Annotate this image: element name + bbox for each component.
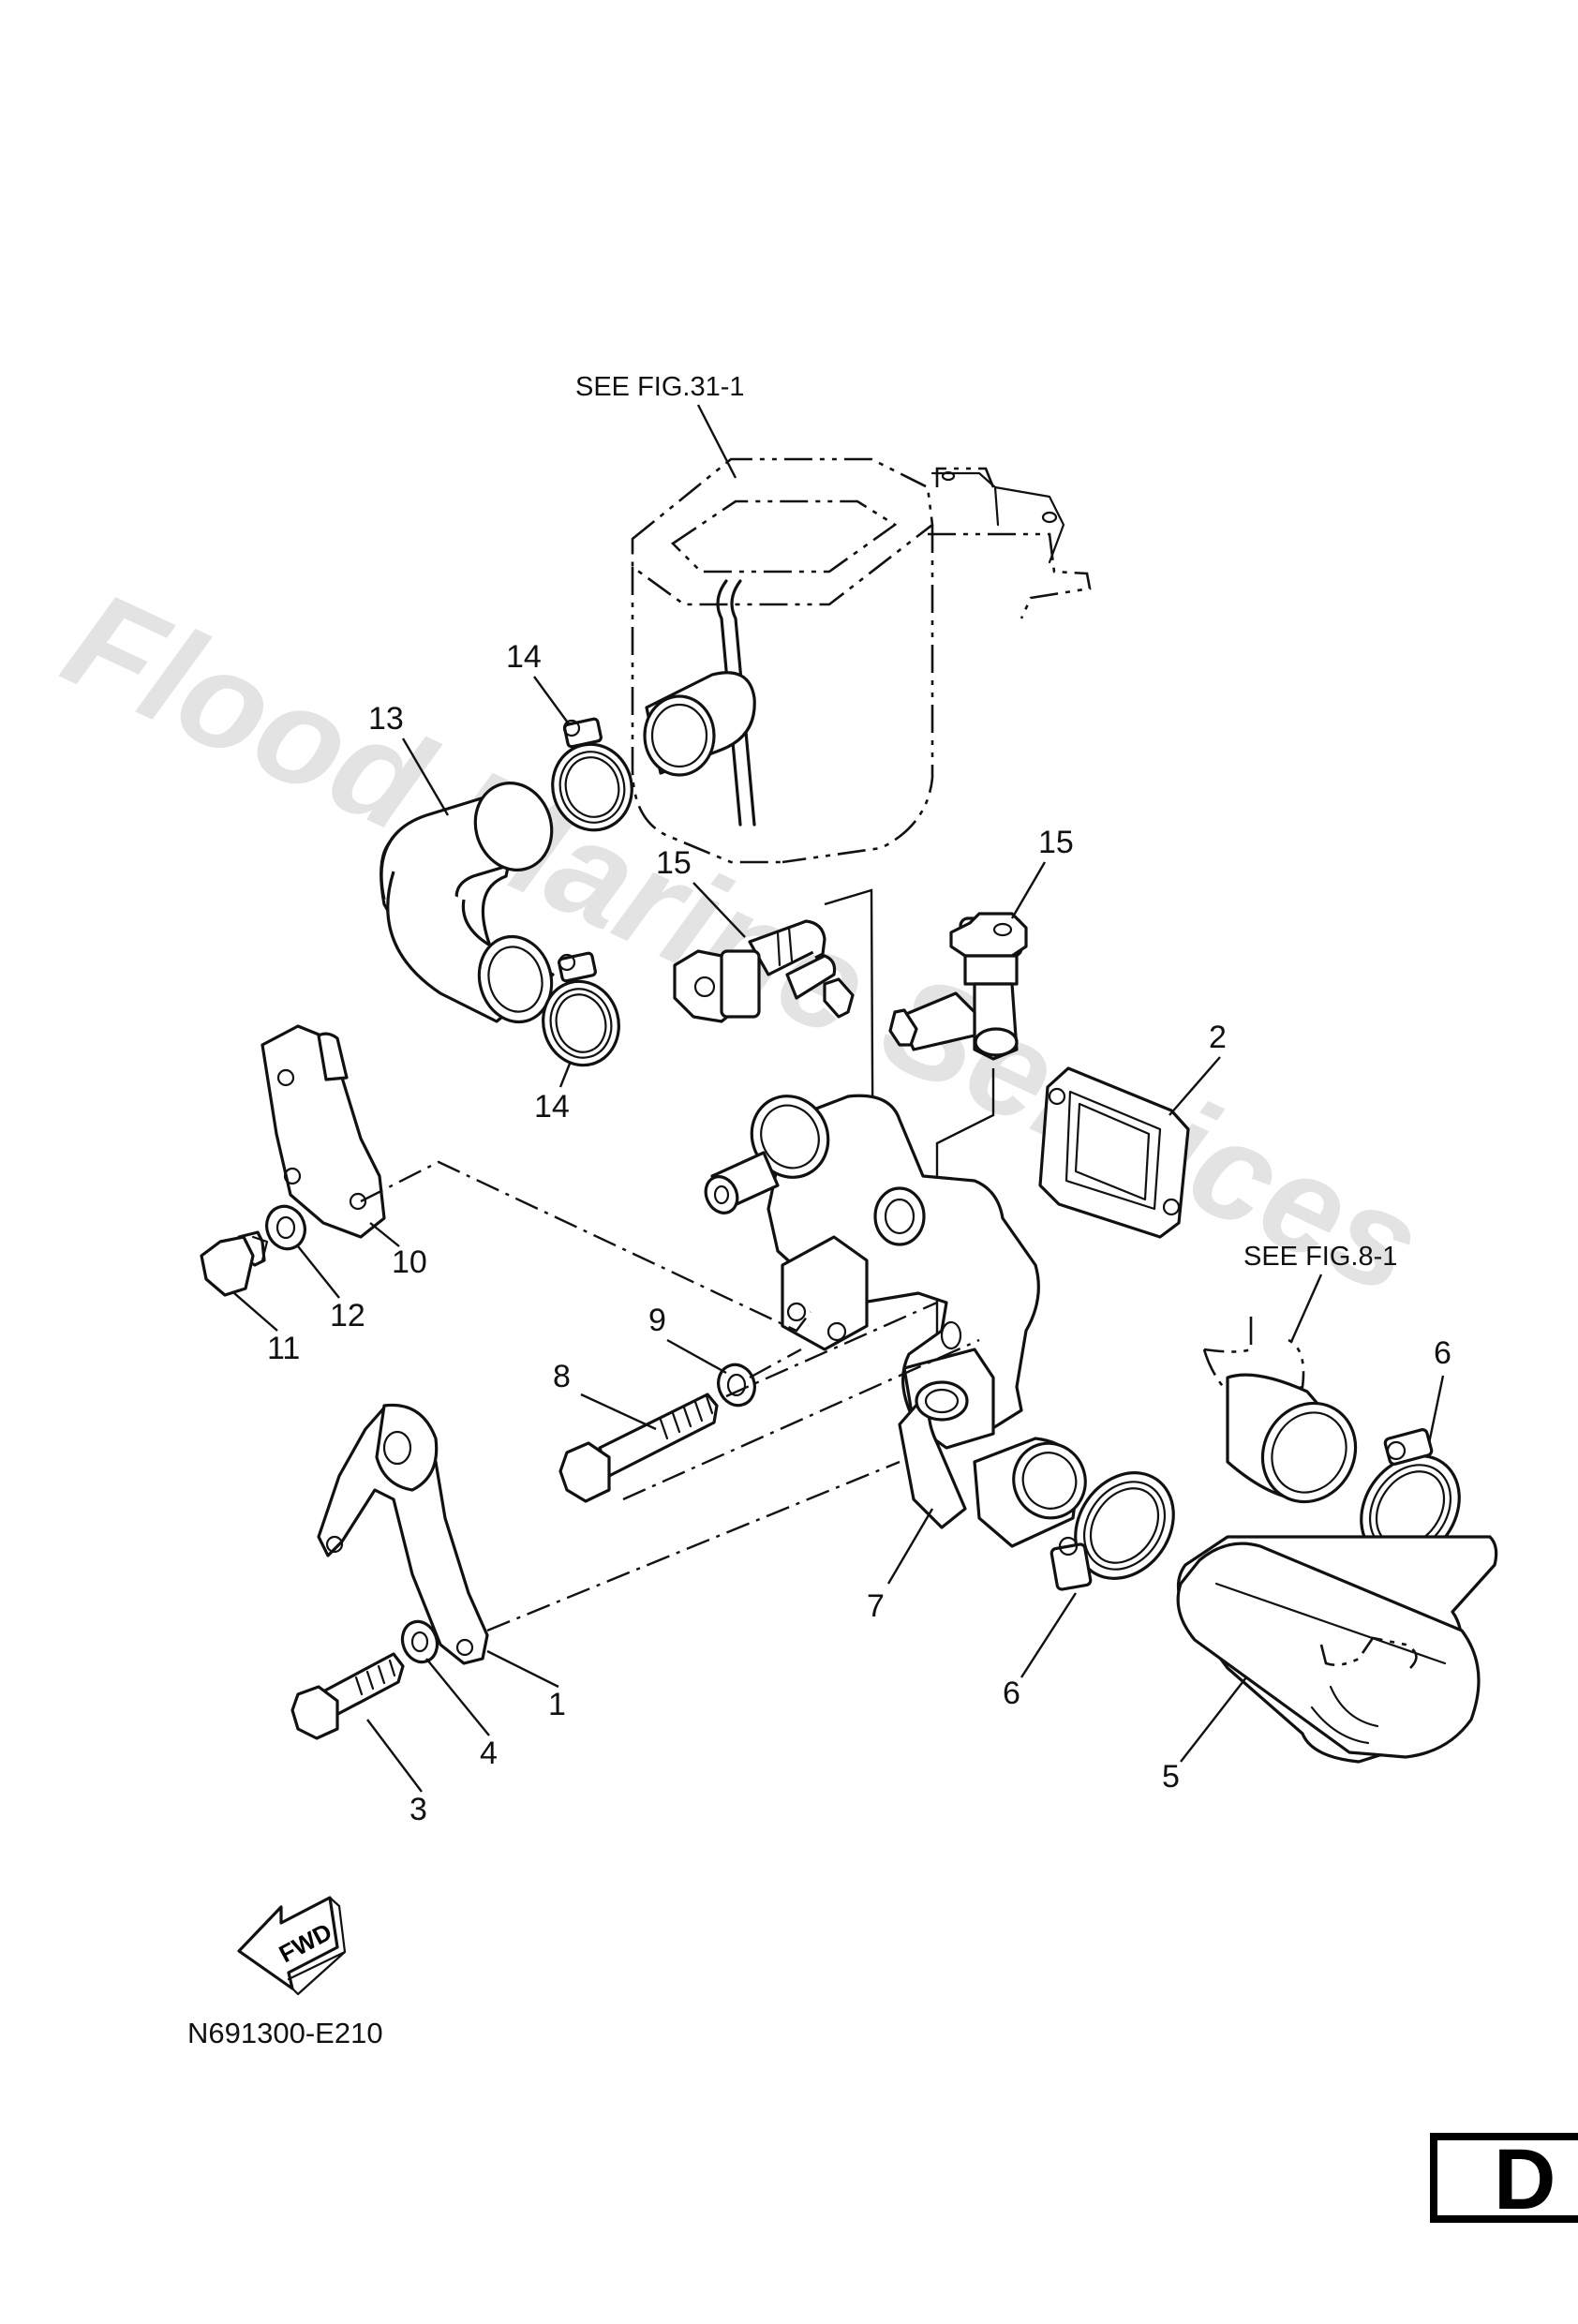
fwd-direction-arrow: FWD xyxy=(237,1896,347,1996)
bolt-3 xyxy=(290,1652,405,1740)
callout-13: 13 xyxy=(368,701,404,737)
bracket-large xyxy=(317,1403,489,1665)
exhaust-hose xyxy=(1176,1535,1498,1764)
tank-reference-outline xyxy=(631,457,1092,864)
exhaust-pipe-reference xyxy=(1202,1317,1358,1504)
page-letter: D xyxy=(1494,2132,1556,2227)
hose-elbow xyxy=(380,782,555,1024)
callout-14-lower: 14 xyxy=(534,1089,570,1125)
callout-1: 1 xyxy=(548,1687,566,1722)
callout-15-right: 15 xyxy=(1038,825,1074,860)
callout-15-left: 15 xyxy=(656,845,692,881)
callout-8: 8 xyxy=(553,1359,571,1394)
bolt-small xyxy=(200,1230,269,1297)
callout-6-right: 6 xyxy=(1434,1335,1451,1371)
callout-7: 7 xyxy=(867,1588,885,1624)
drain-cock-right xyxy=(888,912,1028,1061)
callout-11: 11 xyxy=(267,1331,300,1366)
callout-14-upper: 14 xyxy=(506,639,542,675)
callout-6-center: 6 xyxy=(1003,1676,1020,1711)
callout-3: 3 xyxy=(409,1792,427,1827)
callout-12: 12 xyxy=(330,1298,365,1333)
bracket-small xyxy=(261,1024,386,1239)
callout-2: 2 xyxy=(1209,1020,1227,1055)
callout-4: 4 xyxy=(480,1736,498,1771)
hose-clamp-upper xyxy=(551,717,633,832)
callout-10: 10 xyxy=(392,1244,427,1280)
washer-small xyxy=(265,1204,306,1251)
see-fig-31-label: SEE FIG.31-1 xyxy=(575,372,745,402)
callout-9: 9 xyxy=(648,1303,666,1338)
hose-clamp-right xyxy=(1360,1428,1461,1563)
hose-clamp-center xyxy=(1050,1471,1175,1591)
hose-clamp-lower xyxy=(542,951,620,1067)
gasket xyxy=(1038,1066,1190,1239)
diagram-code: N691300-E210 xyxy=(187,2017,383,2049)
callout-5: 5 xyxy=(1162,1759,1180,1795)
bolt-long-8 xyxy=(558,1393,719,1503)
page-letter-box: D xyxy=(1430,2132,1578,2227)
see-fig-8-label: SEE FIG.8-1 xyxy=(1243,1242,1397,1272)
washer-4 xyxy=(400,1619,439,1664)
washer-9 xyxy=(717,1363,756,1408)
drain-cock-left xyxy=(673,919,855,1023)
